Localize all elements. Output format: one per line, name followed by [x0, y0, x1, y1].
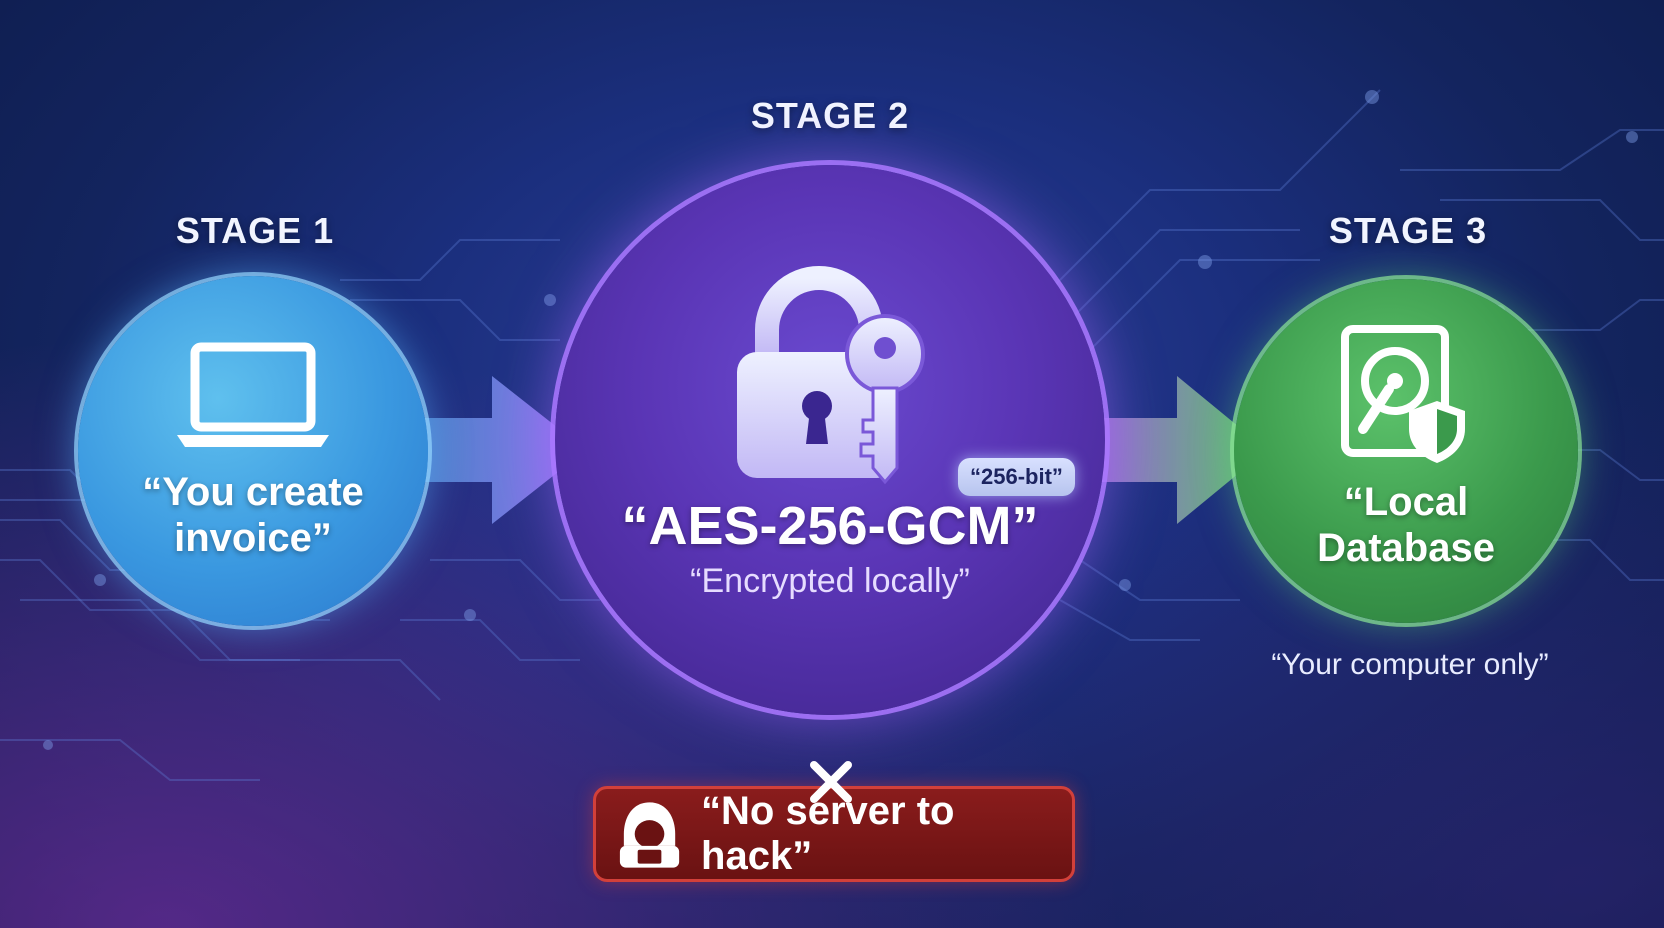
warning-text: “No server to hack” — [701, 789, 955, 878]
hard-drive-shield-icon — [1341, 325, 1465, 463]
stage-2-circle: “AES-256-GCM” “Encrypted locally” — [555, 165, 1105, 715]
stage-1-label: STAGE 1 — [175, 210, 335, 251]
stage-3-text: “Local Database — [1317, 480, 1495, 570]
hacker-icon — [619, 802, 680, 868]
laptop-icon — [177, 342, 329, 447]
stage-2-label: STAGE 2 — [750, 95, 910, 136]
arrow-stage2-to-stage3 — [1075, 376, 1267, 524]
stage-3-circle: “Local Database — [1234, 279, 1578, 623]
x-icon — [810, 761, 852, 803]
256-bit-badge: “256-bit” — [958, 458, 1075, 496]
lock-key-icon — [737, 265, 925, 484]
stage-3-note: “Your computer only” — [1271, 648, 1549, 681]
stage-2-subtext: “Encrypted locally” — [690, 561, 970, 600]
arrow-stage1-to-stage2 — [400, 376, 586, 524]
stage-3-label: STAGE 3 — [1328, 210, 1488, 251]
stage-1-circle: “You create invoice” — [78, 276, 428, 626]
stage-2-text: “AES-256-GCM” — [621, 495, 1039, 556]
stage-1-text: “You create invoice” — [142, 470, 364, 560]
